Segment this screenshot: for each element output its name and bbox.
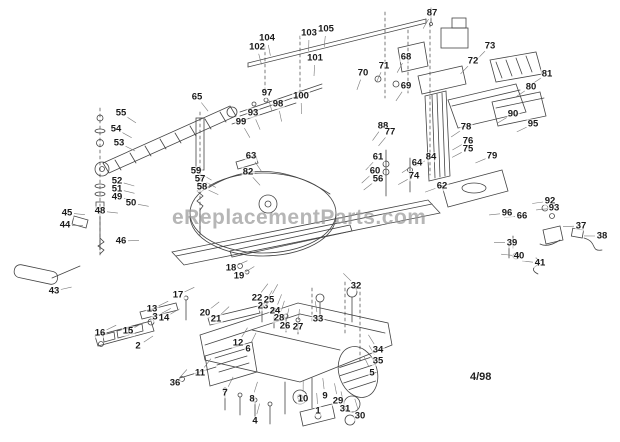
leader-line-13	[158, 300, 169, 307]
leader-line-8	[253, 381, 258, 393]
leader-line-71	[376, 72, 382, 83]
leader-line-21	[220, 306, 230, 315]
leader-line-19	[244, 266, 255, 273]
leader-line-27	[298, 309, 300, 321]
leader-line-90	[497, 117, 508, 124]
leader-line-30	[354, 398, 359, 410]
leader-line-9	[322, 378, 325, 390]
leader-line-33	[314, 301, 318, 313]
leader-line-101	[313, 64, 315, 77]
leader-line-84	[415, 160, 426, 167]
leader-line-80	[515, 90, 526, 98]
leader-line-63	[254, 161, 262, 172]
leader-line-25	[272, 284, 278, 295]
leader-line-76	[452, 144, 463, 151]
leader-line-18	[237, 260, 248, 266]
leader-line-58	[208, 189, 219, 195]
leader-line-81	[531, 77, 542, 85]
leader-line-102	[258, 53, 262, 65]
leader-line-96	[489, 213, 501, 216]
leader-line-48	[106, 211, 118, 214]
leader-line-15	[134, 322, 144, 328]
leader-line-53	[125, 145, 136, 152]
leader-line-32	[343, 273, 352, 282]
leader-line-14	[169, 308, 180, 315]
leader-line-82	[252, 176, 261, 186]
leader-line-29	[334, 383, 337, 395]
leader-line-3	[160, 308, 171, 314]
leader-line-59	[201, 174, 212, 181]
leader-line-93	[536, 208, 548, 211]
leader-line-35	[368, 345, 375, 356]
leader-line-77	[378, 137, 386, 147]
leader-line-16	[106, 324, 117, 331]
leader-line-60	[361, 175, 371, 184]
leader-line-105	[323, 35, 326, 47]
leader-line-56	[363, 183, 373, 191]
leader-line-34	[368, 334, 375, 345]
leader-line-4	[256, 403, 260, 415]
leader-line-88	[372, 131, 380, 141]
leader-line-55	[126, 116, 137, 124]
leader-line-1	[316, 392, 318, 405]
leader-line-73	[477, 50, 486, 60]
leader-line-93	[255, 119, 261, 130]
leader-line-57	[206, 182, 217, 188]
leader-line-45	[73, 213, 85, 215]
leader-line-66	[504, 216, 516, 218]
leader-line-23	[266, 290, 273, 301]
leader-line-64	[401, 166, 412, 173]
watermark: eReplacementParts.com	[172, 206, 427, 229]
leader-line-17	[184, 287, 195, 293]
leader-line-43	[60, 286, 72, 290]
leader-line-95	[516, 126, 527, 133]
leader-line-24	[277, 294, 282, 305]
leader-line-87	[422, 18, 429, 29]
leader-line-68	[396, 62, 403, 73]
leader-line-99	[244, 127, 251, 138]
leader-line-11	[203, 358, 212, 368]
revision-code: 4/98	[470, 371, 492, 383]
leader-line-69	[395, 91, 403, 102]
leader-line-104	[268, 44, 271, 56]
leader-line-65	[201, 102, 209, 112]
leader-line-51	[123, 190, 135, 194]
leader-line-36	[179, 369, 188, 378]
leader-line-49	[123, 198, 135, 201]
leader-line-70	[356, 79, 361, 91]
leader-line-5	[363, 356, 370, 367]
leader-line-40	[501, 253, 513, 256]
leader-line-78	[450, 130, 461, 138]
leader-line-98	[279, 110, 282, 122]
leader-line-12	[241, 327, 248, 338]
leader-line-72	[460, 65, 469, 75]
leader-line-20	[210, 301, 220, 309]
leader-line-6	[250, 332, 257, 343]
leader-line-28	[280, 300, 285, 312]
leader-line-7	[227, 376, 234, 387]
leader-line-31	[340, 391, 344, 403]
leader-line-74	[398, 179, 408, 185]
leader-line-79	[475, 158, 486, 164]
leader-line-50	[137, 204, 149, 207]
leader-line-52	[123, 182, 135, 187]
leader-line-54	[121, 132, 132, 139]
leader-line-75	[451, 152, 462, 158]
leader-line-22	[260, 283, 269, 293]
leader-line-26	[286, 308, 290, 320]
leader-line-62	[424, 188, 436, 193]
leader-line-92	[532, 201, 544, 204]
leader-line-61	[365, 161, 374, 171]
leader-line-97	[268, 99, 272, 111]
leader-line-2	[143, 335, 154, 343]
leader-line-41	[522, 260, 534, 263]
